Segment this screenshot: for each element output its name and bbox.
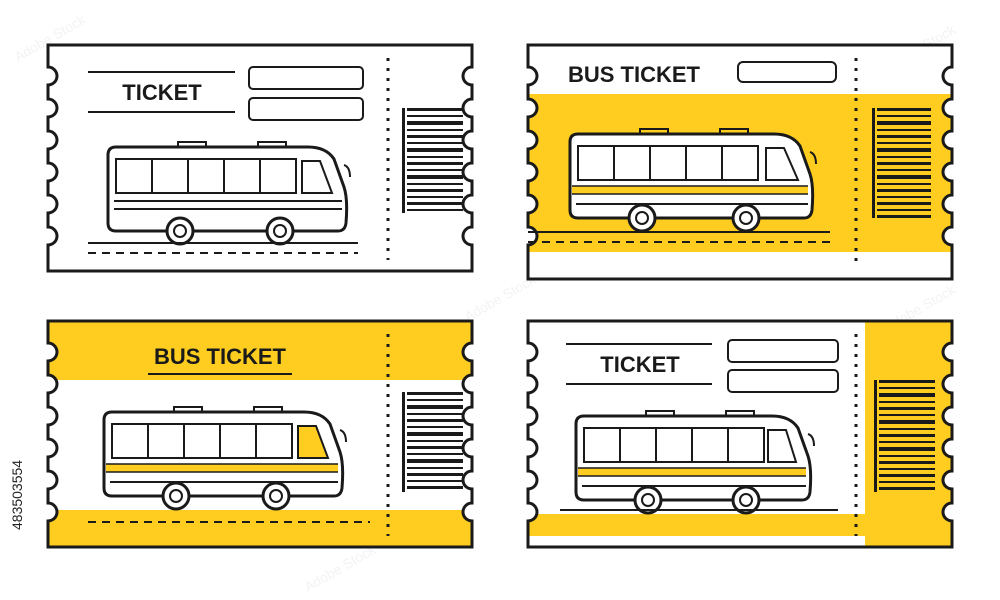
bus-icon: [106, 141, 351, 246]
bus-icon: [574, 410, 815, 515]
yellow-header: [48, 321, 472, 380]
stock-id: 483503554: [6, 300, 28, 540]
ticket-outline: [526, 319, 954, 549]
info-field-1: [248, 66, 364, 90]
ticket-heading: TICKET: [122, 80, 202, 105]
ticket-heading: BUS TICKET: [568, 62, 701, 87]
ticket-4: TICKET: [520, 318, 960, 550]
info-field: [737, 61, 837, 83]
yellow-footer: [528, 514, 865, 536]
ticket-heading: TICKET: [600, 352, 680, 377]
ticket-heading: BUS TICKET: [154, 344, 287, 369]
info-field-1: [727, 339, 839, 363]
ticket-3: BUS TICKET: [40, 318, 480, 550]
barcode-icon: [872, 108, 931, 218]
ticket-3-graphic: BUS TICKET: [46, 319, 474, 549]
info-field-2: [727, 369, 839, 393]
ticket-2-graphic: BUS TICKET: [526, 43, 954, 281]
barcode-icon: [402, 392, 463, 492]
yellow-footer: [48, 510, 472, 547]
ticket-1-graphic: TICKET: [46, 43, 474, 273]
bus-icon: [102, 406, 347, 511]
stock-id-text: 483503554: [9, 460, 25, 530]
ticket-outline: [46, 319, 474, 549]
ticket-outline: [526, 43, 954, 281]
ticket-2: BUS TICKET: [520, 42, 960, 282]
barcode-icon: [874, 380, 935, 492]
ticket-1: TICKET: [40, 42, 480, 274]
info-field-2: [248, 97, 364, 121]
barcode-icon: [402, 108, 463, 213]
ticket-4-graphic: TICKET: [526, 319, 954, 549]
bus-icon: [568, 128, 817, 233]
